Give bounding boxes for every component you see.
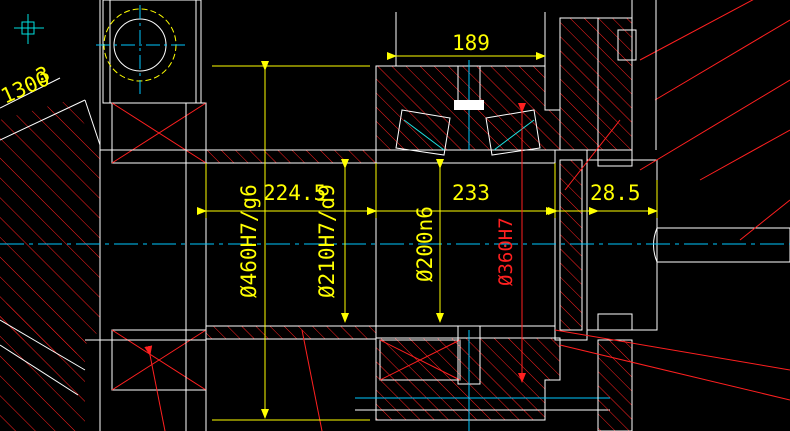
dimension-dia-210[interactable]: Ø210H7/d9: [315, 159, 349, 323]
dia-460-text: Ø460H7/g6: [237, 184, 261, 298]
end-cap: [554, 17, 658, 431]
dim-28-5-text: 28.5: [590, 181, 641, 205]
leader-lines: [144, 119, 790, 431]
dia-210-text: Ø210H7/d9: [315, 184, 339, 298]
hub-body: [100, 102, 207, 431]
dim-233-text: 233: [452, 181, 490, 205]
dim-224-5-text: 224.5: [263, 181, 326, 205]
left-gear: [0, 0, 101, 431]
dimension-224-5[interactable]: 224.5: [197, 181, 377, 215]
dimension-233[interactable]: 233: [367, 181, 556, 215]
roller-bearing-bottom: [379, 325, 481, 431]
dia-360-text: Ø360H7: [495, 217, 517, 286]
extension-lines: [205, 163, 658, 218]
dimension-dia-200[interactable]: Ø200n6: [413, 159, 444, 323]
dimension-dia-460[interactable]: Ø460H7/g6: [212, 61, 370, 421]
crosshair-ucs-icon: [14, 14, 44, 44]
part-number-label: 1300 3: [0, 61, 54, 108]
top-housing-block: [96, 0, 202, 104]
dimension-189[interactable]: 189: [387, 31, 546, 60]
dim-189-text: 189: [452, 31, 490, 55]
output-shaft: [653, 227, 790, 263]
dimension-dia-360[interactable]: Ø360H7: [495, 103, 526, 383]
right-hatch-region: [631, 0, 790, 181]
dia-200-text: Ø200n6: [413, 206, 437, 282]
dimension-28-5[interactable]: 28.5: [548, 181, 658, 215]
